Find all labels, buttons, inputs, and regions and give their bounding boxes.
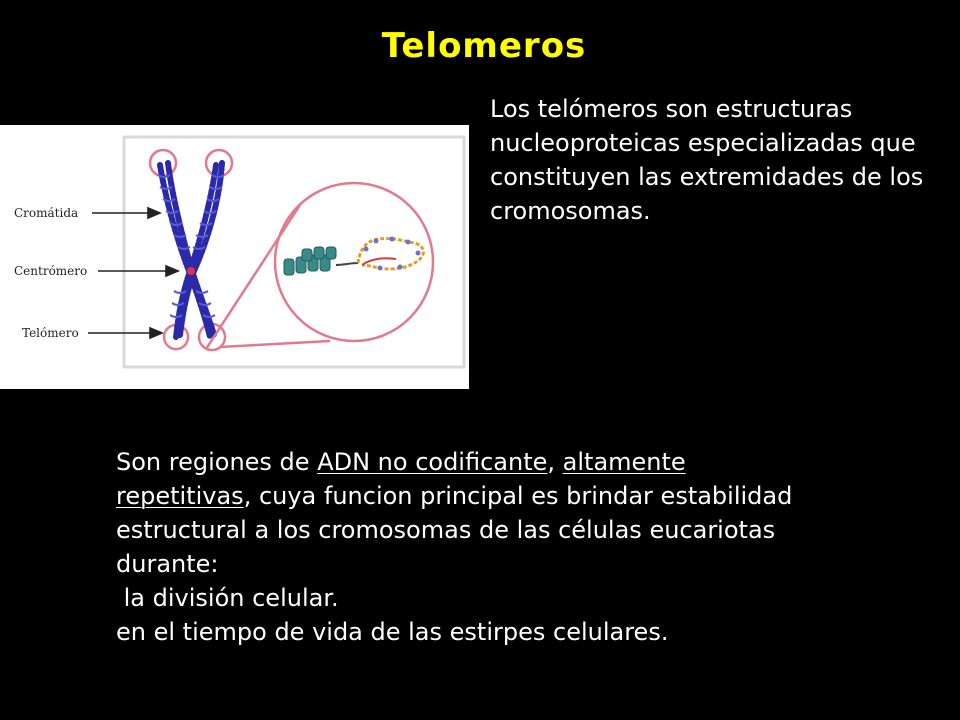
arrow-centromere-head [165,264,181,278]
telomere-diagram-svg: Cromátida Centrómero Telómero [14,135,466,369]
shelterin-7 [363,246,369,252]
zoom-connectors [204,181,435,350]
chromosome-x [148,148,234,352]
link-altamente[interactable]: altamente [562,448,686,476]
label-telomere: Telómero [22,326,79,340]
body-main-sentence: Son regiones de ADN no codificante, alta… [116,445,836,581]
body-item-lifetime: en el tiempo de vida de las estirpes cel… [116,618,669,646]
body-item-division: la división celular. [116,584,339,612]
nucleosomes [283,246,337,276]
intro-paragraph: Los telómeros son estructuras nucleoprot… [490,95,924,225]
nucleosome-6 [313,246,325,260]
label-chromatid: Cromátida [14,206,78,220]
telomere-diagram: Cromátida Centrómero Telómero [0,125,469,389]
zoom-circle [273,181,435,343]
body-paragraph: Son regiones de ADN no codificante, alta… [116,445,836,649]
t-loop-overhang [361,257,397,266]
link-adn-no-codificante[interactable]: ADN no codificante [317,448,548,476]
coil-right-upper [192,174,225,250]
zoom-line-bottom [219,339,331,349]
magnified-telomere [283,236,425,276]
shelterin-5 [397,264,403,270]
zoom-line-top [204,204,302,350]
dna-strand [335,262,359,266]
label-arrows [88,206,181,340]
arrow-chromatid-head [147,206,163,220]
coil-lower [169,290,216,318]
slide-title: Telomeros [381,26,587,66]
centromere-dot [187,267,195,275]
body-prefix: Son regiones de [116,448,318,476]
t-loop [356,237,425,271]
link-repetitivas[interactable]: repetitivas [116,482,244,510]
nucleosome-7 [325,246,337,260]
nucleosome-5 [301,248,313,262]
shelterin-4 [415,250,421,256]
coil-left-upper [157,174,191,250]
shelterin-1 [373,238,379,244]
body-suffix: , cuya funcion principal es brindar esta… [116,482,793,578]
body-separator: , [547,448,563,476]
arrow-telomere-head [149,326,165,340]
shelterin-3 [405,239,411,245]
chromatid-arm-2 [165,160,217,338]
diagram-frame [122,135,466,369]
shelterin-2 [389,236,395,242]
shelterin-proteins [363,236,421,271]
shelterin-6 [377,265,383,271]
nucleosome-1 [283,258,295,276]
chromatid-coils [157,174,225,318]
label-centromere: Centrómero [14,264,87,278]
